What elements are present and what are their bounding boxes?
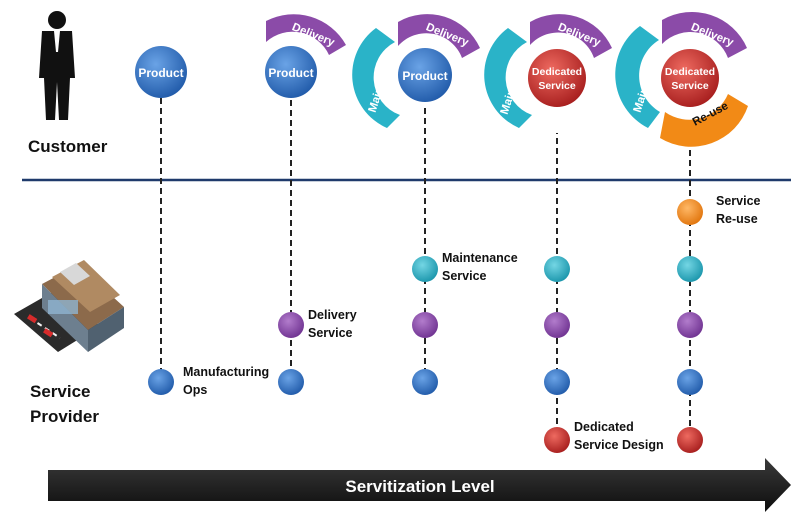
manufacturing-node xyxy=(544,369,570,395)
delivery-node xyxy=(544,312,570,338)
delivery-arc xyxy=(662,11,747,59)
service-nodes xyxy=(148,199,703,453)
maintenance-node xyxy=(412,256,438,282)
reuse-note-line2: Re-use xyxy=(716,212,758,226)
dedicated-design-node xyxy=(677,427,703,453)
product-badge-label: Product xyxy=(138,66,183,80)
axis-label: Servitization Level xyxy=(345,477,494,496)
maintenance-arc xyxy=(352,28,400,128)
dedicated-note-line1: Dedicated xyxy=(574,420,634,434)
maintenance-arc xyxy=(615,26,660,128)
delivery-arc xyxy=(266,14,346,55)
maintenance-node xyxy=(677,256,703,282)
maintenance-node xyxy=(544,256,570,282)
manufacturing-note-line2: Ops xyxy=(183,383,207,397)
delivery-note-line2: Service xyxy=(308,326,353,340)
dedicated-service-badge xyxy=(661,49,719,107)
maintenance-note-line2: Service xyxy=(442,269,487,283)
factory-building-icon xyxy=(14,260,124,352)
manufacturing-node xyxy=(412,369,438,395)
manufacturing-node xyxy=(677,369,703,395)
column-product-delivery-maintenance: Product Delivery Maintenance xyxy=(352,14,480,128)
dedicated-badge-line2: Service xyxy=(538,80,576,92)
dedicated-badge-line1: Dedicated xyxy=(665,66,715,78)
delivery-arc xyxy=(398,14,480,59)
reuse-note-line1: Service xyxy=(716,194,761,208)
column-product: Product xyxy=(135,46,187,98)
column-dedicated-delivery-maintenance-reuse: Dedicated Service Delivery Maintenance R… xyxy=(615,11,750,147)
servitization-axis: Servitization Level xyxy=(48,458,791,512)
delivery-node xyxy=(677,312,703,338)
delivery-node xyxy=(412,312,438,338)
delivery-arc xyxy=(530,14,612,58)
manufacturing-node xyxy=(278,369,304,395)
dedicated-badge-line1: Dedicated xyxy=(532,66,582,78)
reuse-node xyxy=(677,199,703,225)
product-badge xyxy=(135,46,187,98)
customer-label: Customer xyxy=(28,137,108,156)
person-silhouette-icon xyxy=(39,11,75,120)
delivery-note-line1: Delivery xyxy=(308,308,357,322)
provider-label-line1: Service xyxy=(30,382,91,401)
maintenance-arc xyxy=(484,28,532,128)
dedicated-badge-line2: Service xyxy=(671,80,709,92)
provider-label-line2: Provider xyxy=(30,407,99,426)
dedicated-design-node xyxy=(544,427,570,453)
product-badge-label: Product xyxy=(402,69,447,83)
maintenance-note-line1: Maintenance xyxy=(442,251,518,265)
manufacturing-note-line1: Manufacturing xyxy=(183,365,269,379)
dedicated-note-line2: Service Design xyxy=(574,438,664,452)
product-badge xyxy=(265,46,317,98)
delivery-node xyxy=(278,312,304,338)
manufacturing-node xyxy=(148,369,174,395)
arrow-right-icon xyxy=(48,458,791,512)
dedicated-service-badge xyxy=(528,49,586,107)
reuse-arc xyxy=(660,94,748,147)
column-dedicated-delivery-maintenance: Dedicated Service Delivery Maintenance xyxy=(484,14,615,133)
product-badge-label: Product xyxy=(268,66,313,80)
column-product-delivery: Product Delivery xyxy=(263,14,346,100)
product-badge xyxy=(398,48,452,102)
